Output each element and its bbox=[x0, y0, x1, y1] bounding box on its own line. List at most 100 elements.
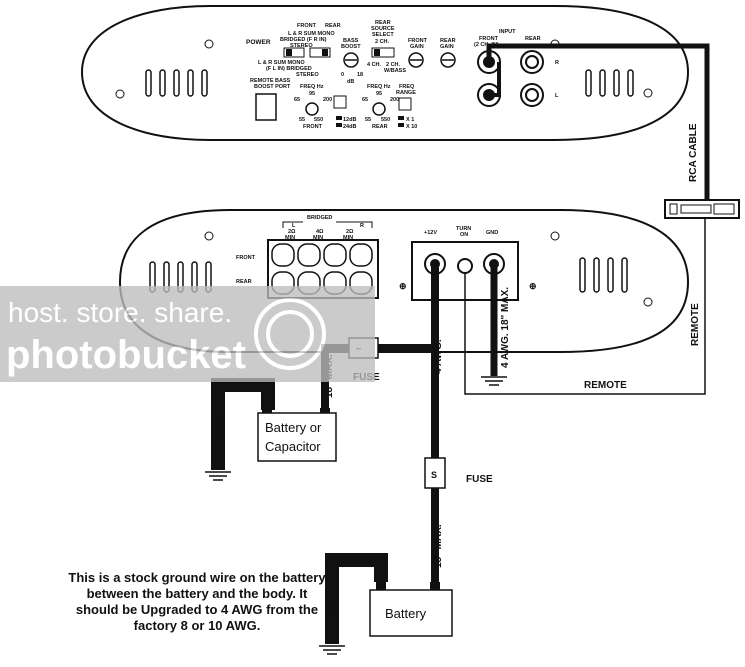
mode-switch-rear[interactable] bbox=[309, 47, 331, 58]
rear-source-label-3: SELECT bbox=[372, 32, 394, 38]
switch-knob bbox=[286, 49, 292, 56]
input-front-label-2: (2 CH. IN) bbox=[474, 42, 499, 48]
capacitor-label-1: Battery or bbox=[265, 420, 322, 435]
bridged-l-label: L bbox=[292, 223, 296, 229]
rear-label: REAR bbox=[325, 23, 341, 29]
fuse-2-label: FUSE bbox=[466, 474, 493, 485]
plus12v-label: +12V bbox=[424, 230, 437, 236]
lr-sum-mono-label: L & R SUM MONO bbox=[288, 31, 335, 37]
bottom-awg-label: 4 AWG. bbox=[330, 593, 341, 628]
watermark-line2: photobucket bbox=[6, 333, 246, 377]
mode-switch-front[interactable] bbox=[283, 47, 305, 58]
freq-55: 55 bbox=[299, 117, 305, 123]
watermark-line1: host. store. share. bbox=[8, 297, 232, 328]
center-awg-label: 4 AWG. bbox=[433, 339, 444, 374]
min2-left: 2Ω bbox=[288, 229, 296, 235]
gnd-wire-label: 4 AWG. 18" MAX. bbox=[500, 287, 511, 368]
freq-550: 550 bbox=[314, 117, 323, 123]
slope-switch[interactable] bbox=[333, 95, 347, 109]
capacitor-label-2: Capacitor bbox=[265, 439, 321, 454]
mount-hole bbox=[643, 297, 653, 307]
rear-source-label: REAR bbox=[375, 20, 391, 26]
rear-source-label-2: SOURCE bbox=[371, 26, 395, 32]
ground-upgrade-note: This is a stock ground wire on the batte… bbox=[68, 570, 326, 633]
rear-gain-label-2: GAIN bbox=[440, 44, 454, 50]
bridged-label: BRIDGED bbox=[307, 215, 332, 221]
rear-freq-knob[interactable] bbox=[372, 102, 386, 116]
mount-hole bbox=[643, 88, 653, 98]
battery: Battery bbox=[369, 582, 453, 637]
front-freq-label: FRONT bbox=[303, 124, 323, 130]
rear-terminal-label: REAR bbox=[236, 279, 252, 285]
turn-on-label: TURN bbox=[456, 226, 471, 232]
remote-wire bbox=[464, 218, 706, 395]
rca-cable bbox=[486, 43, 710, 200]
remote-bass-label: REMOTE BASS bbox=[250, 78, 291, 84]
rear-source-switch[interactable] bbox=[371, 47, 395, 58]
fuse-2 bbox=[424, 457, 446, 489]
fl-in-bridged-label: (F L IN) BRIDGED bbox=[266, 66, 312, 72]
remote-bass-port[interactable] bbox=[255, 93, 277, 121]
slope-indicator bbox=[336, 123, 342, 127]
mount-hole bbox=[204, 39, 214, 49]
mount-hole bbox=[550, 231, 560, 241]
vent-slots-left bbox=[145, 69, 208, 97]
front-freq-knob[interactable] bbox=[305, 102, 319, 116]
turn-on-terminal[interactable] bbox=[457, 258, 473, 274]
front-terminal-label: FRONT bbox=[236, 255, 256, 261]
freq-range-switch[interactable] bbox=[398, 97, 412, 111]
stereo-label: STEREO bbox=[290, 43, 313, 49]
ground-symbol-cap bbox=[205, 471, 231, 481]
bridged-fr-in-label: BRIDGED (F R IN) bbox=[280, 37, 327, 43]
bass-18: 18 bbox=[357, 72, 363, 78]
top-amp-body bbox=[80, 5, 690, 141]
freq-range-label-2: RANGE bbox=[396, 90, 416, 96]
gnd-label: GND bbox=[486, 230, 498, 236]
fuse-2-symbol: S bbox=[431, 470, 437, 480]
four-ch-label: 4 CH. bbox=[367, 62, 382, 68]
ground-symbol: ⊕ bbox=[399, 281, 407, 291]
bridged-r-label: R bbox=[360, 223, 364, 229]
rca-cable-label: RCA CABLE bbox=[688, 123, 699, 182]
bass-0: 0 bbox=[341, 72, 344, 78]
top-amplifier: POWER FRONT REAR L & R SUM MONO BRIDGED … bbox=[80, 5, 690, 141]
min2-left-2: MIN bbox=[285, 235, 295, 241]
rca-jack-rear-l[interactable] bbox=[520, 83, 544, 107]
photobucket-logo-icon bbox=[254, 298, 326, 370]
range-indicator bbox=[398, 123, 404, 127]
rca-jack-rear-r[interactable] bbox=[520, 50, 544, 74]
switch-knob bbox=[374, 49, 380, 56]
freq-65: 65 bbox=[294, 97, 300, 103]
bass-boost-label-2: BOOST bbox=[341, 44, 361, 50]
min4: 4Ω bbox=[316, 229, 324, 235]
input-front-label: FRONT bbox=[479, 36, 499, 42]
front-label: FRONT bbox=[297, 23, 317, 29]
capacitor-ground-wire bbox=[211, 378, 275, 470]
bass-db: dB bbox=[347, 79, 354, 85]
ground-symbol: ⊕ bbox=[529, 281, 537, 291]
x1-label: X 1 bbox=[406, 117, 414, 123]
vent-slots-right-bottom bbox=[579, 257, 628, 293]
freq-65-2: 65 bbox=[362, 97, 368, 103]
power-label: POWER bbox=[246, 39, 271, 46]
lr-sum-mono-label-2: L & R SUM MONO bbox=[258, 60, 305, 66]
turn-on-label-2: ON bbox=[460, 232, 468, 238]
ground-symbol-battery bbox=[319, 645, 345, 655]
ground-symbol-gnd bbox=[481, 376, 507, 386]
stereo-label-2: STEREO bbox=[296, 72, 319, 78]
freq-95: 95 bbox=[309, 91, 315, 97]
remote-label-horizontal: REMOTE bbox=[584, 380, 627, 391]
photobucket-watermark: host. store. share. photobucket bbox=[0, 286, 375, 382]
range-indicator bbox=[398, 116, 404, 120]
freq-hz-label: FREQ Hz bbox=[300, 84, 324, 90]
remote-label-vertical: REMOTE bbox=[690, 303, 701, 346]
front-gain-label: FRONT bbox=[408, 38, 428, 44]
db24-label: 24dB bbox=[343, 124, 356, 130]
switch-knob bbox=[322, 49, 328, 56]
rear-gain-label: REAR bbox=[440, 38, 456, 44]
max18-label-2: 18" MAX. bbox=[433, 524, 444, 568]
capacitor: Battery or Capacitor bbox=[257, 408, 337, 462]
freq-200-2: 200 bbox=[390, 97, 399, 103]
slope-indicator bbox=[336, 116, 342, 120]
